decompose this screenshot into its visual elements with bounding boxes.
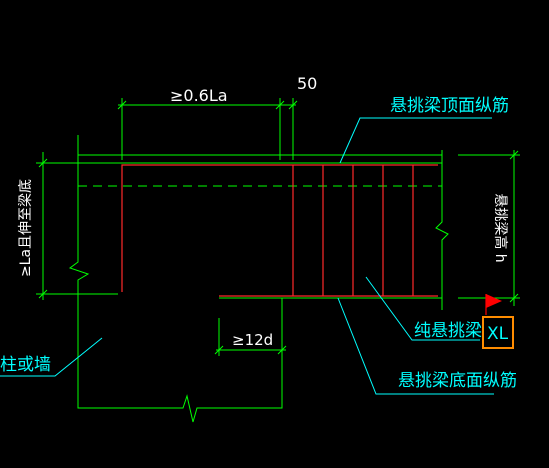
column-left-edge <box>68 135 283 423</box>
label-bottom-bar: 悬挑梁底面纵筋 <box>398 371 517 391</box>
leader-top-bar <box>339 117 492 164</box>
structure-outline <box>68 135 449 423</box>
beam-right-end <box>435 150 449 310</box>
dimensions <box>36 98 520 356</box>
label-column-wall: 柱或墙 <box>0 355 51 375</box>
label-beam-height: 悬挑梁高 h <box>492 193 509 262</box>
label-pure-cantilever: 纯悬挑梁 <box>414 321 482 341</box>
leader-column <box>0 337 103 377</box>
label-anchor-length: ≥0.6La <box>170 86 228 105</box>
beam-code-box <box>482 316 514 349</box>
label-beam-code: XL <box>487 324 509 344</box>
leader-bottom-bar <box>337 297 494 395</box>
leaders <box>0 117 494 395</box>
label-wall-depth: ≥La且伸至梁底 <box>18 179 34 277</box>
leader-pure-cantilever <box>365 276 480 341</box>
label-top-bar: 悬挑梁顶面纵筋 <box>390 96 509 116</box>
label-embed: ≥12d <box>232 331 273 349</box>
top-rebar <box>121 164 438 292</box>
label-gap: 50 <box>297 74 317 93</box>
flag-icon <box>485 294 502 315</box>
rebar-group <box>121 164 438 297</box>
